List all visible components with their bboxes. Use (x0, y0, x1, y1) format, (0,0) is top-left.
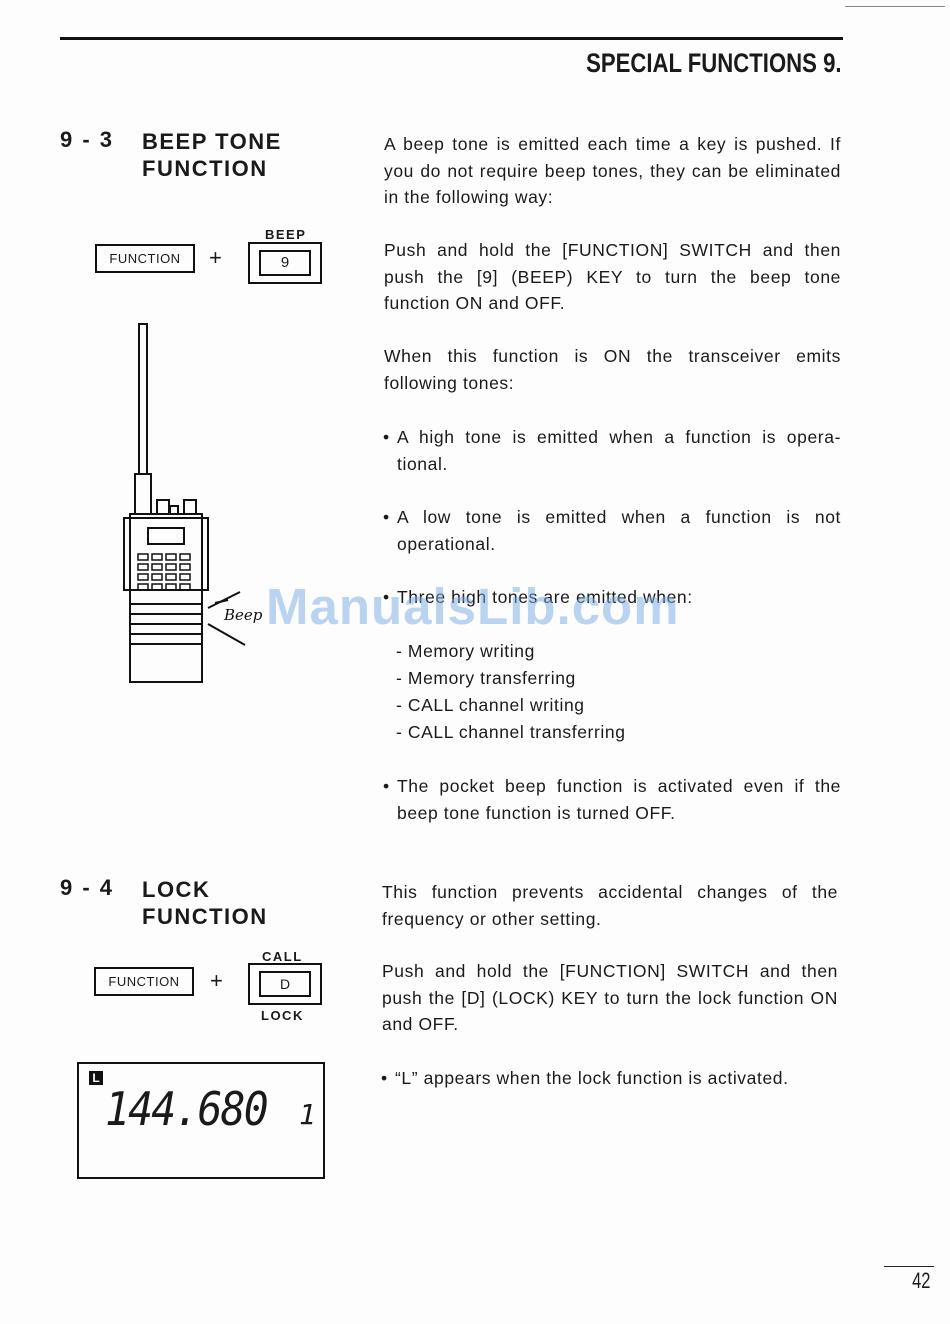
header-rule (60, 37, 843, 40)
watermark: ManualsLib.com (266, 578, 680, 635)
section-title-line1: BEEP TONE (142, 129, 282, 154)
bullet-dot: • (381, 1068, 388, 1088)
section-number: 9 - 3 (60, 127, 115, 152)
list-item: • A high tone is emitted when a function… (383, 424, 841, 477)
lock-key: D (248, 963, 322, 1005)
lock-key-face: D (259, 971, 311, 997)
list-item: - Memory writing (396, 641, 535, 661)
bullet-dot: • (383, 776, 390, 796)
lcd-channel-digit: 1 (299, 1098, 316, 1131)
section-title-line2: FUNCTION (142, 156, 268, 181)
page-number-rule (884, 1266, 934, 1267)
function-key: FUNCTION (94, 967, 194, 996)
beep-key-face: 9 (259, 250, 311, 276)
page-number: 42 (911, 1268, 930, 1293)
plus-sign: + (210, 968, 223, 993)
function-key: FUNCTION (95, 244, 195, 273)
paragraph: Push and hold the [FUNCTION] SWITCH and … (384, 240, 841, 313)
bullet-text: The pocket beep function is activated ev… (397, 776, 841, 823)
lcd-display: L 144.680 1 (77, 1062, 325, 1179)
top-right-hairline (845, 6, 945, 7)
bullet-dot: • (383, 507, 390, 527)
list-item: - CALL channel writing (396, 695, 585, 715)
section-number: 9 - 4 (60, 875, 115, 900)
list-item: • “L” appears when the lock function is … (381, 1065, 841, 1092)
beep-key-label: BEEP (265, 227, 307, 242)
beep-scribble: Beep (223, 606, 263, 624)
page-header-title: SPECIAL FUNCTIONS 9. (586, 48, 842, 78)
section-title-line1: LOCK (142, 877, 211, 902)
beep-key: 9 (248, 242, 322, 284)
lock-key-label: LOCK (261, 1008, 304, 1023)
call-key-label: CALL (262, 949, 303, 964)
paragraph: This function prevents accidental change… (382, 882, 838, 929)
section-title: LOCK FUNCTION (142, 876, 268, 930)
list-item: • Three high tones are emitted when: (383, 584, 841, 611)
section-title-line2: FUNCTION (142, 904, 268, 929)
paragraph: A beep tone is emitted each time a key i… (384, 134, 841, 207)
paragraph: When this function is ON the transceiver… (384, 346, 841, 393)
list-item: • A low tone is emitted when a function … (383, 504, 841, 557)
lock-indicator-icon: L (89, 1071, 103, 1085)
section-title: BEEP TONE FUNCTION (142, 128, 282, 182)
list-item: • The pocket beep function is activated … (383, 773, 841, 826)
bullet-text: “L” appears when the lock function is ac… (395, 1068, 789, 1088)
list-item: - CALL channel transferring (396, 722, 626, 742)
bullet-text: A high tone is emitted when a function i… (397, 427, 841, 474)
bullet-dot: • (383, 427, 390, 447)
bullet-text: Three high tones are emitted when: (397, 587, 693, 607)
transceiver-illustration: Beep (123, 323, 263, 683)
plus-sign: + (209, 245, 222, 270)
bullet-dot: • (383, 587, 390, 607)
list-item: - Memory transferring (396, 668, 576, 688)
lcd-frequency: 144.680 (105, 1082, 269, 1136)
paragraph: Push and hold the [FUNCTION] SWITCH and … (382, 961, 838, 1034)
bullet-text: A low tone is emitted when a function is… (397, 507, 841, 554)
